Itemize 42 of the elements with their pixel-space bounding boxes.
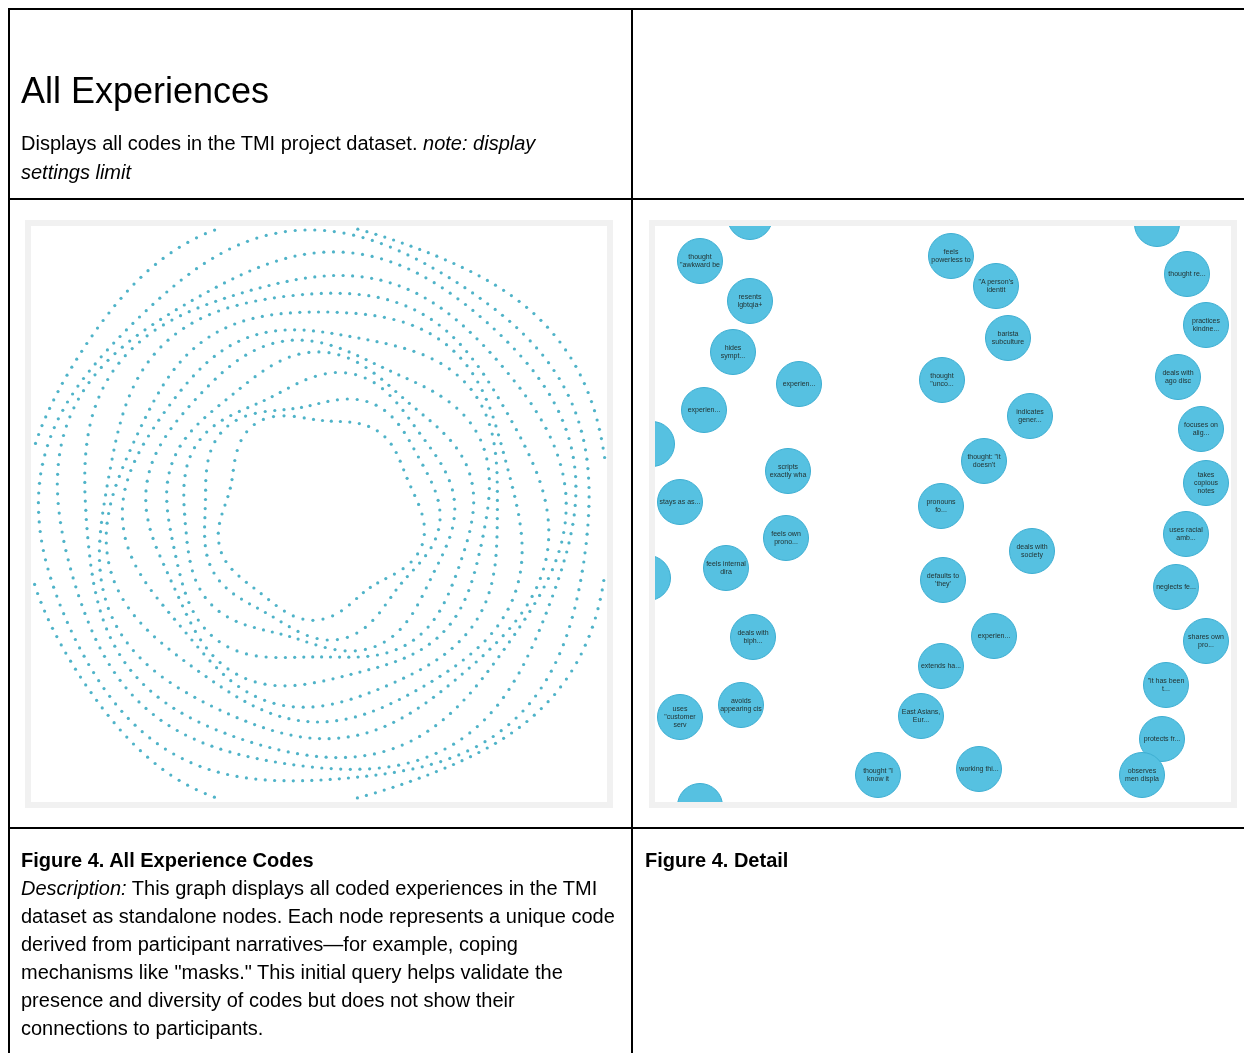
figure-caption: Figure 4. All Experience Codes	[21, 848, 315, 873]
graph-node	[898, 693, 944, 739]
graph-node	[918, 643, 964, 689]
graph-node	[928, 233, 974, 279]
graph-node	[919, 357, 965, 403]
graph-node	[918, 483, 964, 529]
graph-node	[1164, 251, 1210, 297]
graph-node	[763, 515, 809, 561]
graph-node	[1009, 528, 1055, 574]
graph-node	[657, 479, 703, 525]
graph-node	[1183, 460, 1229, 506]
graph-node	[1163, 511, 1209, 557]
graph-node	[710, 329, 756, 375]
graph-node	[1178, 406, 1224, 452]
graph-node	[971, 613, 1017, 659]
graph-node	[920, 557, 966, 603]
graph-node	[1119, 752, 1165, 798]
graph-node	[727, 278, 773, 324]
graph-node	[1143, 662, 1189, 708]
description-text: Displays all codes in the TMI project dataset. note: display settings limit	[21, 131, 537, 185]
graph-node	[1183, 302, 1229, 348]
graph-node	[1007, 393, 1053, 439]
graph-node	[681, 387, 727, 433]
graph-node	[956, 746, 1002, 792]
graph-node	[855, 752, 901, 798]
figure-description: Description: This graph displays all coded experiences in the TMI dataset as standalone nodes. Each node represents a unique code derived from participant narratives—for example, coping mechanisms like "masks." This initial query helps validate the presence and diversity of codes but does not show their connections to participants.	[21, 876, 616, 1041]
graph-node	[657, 694, 703, 740]
graph-node	[703, 545, 749, 591]
graph-node	[718, 682, 764, 728]
graph-node	[985, 315, 1031, 361]
graph-node	[776, 361, 822, 407]
graph-node	[961, 438, 1007, 484]
graph-node	[677, 238, 723, 284]
graph-node	[973, 263, 1019, 309]
graph-node	[1183, 618, 1229, 664]
figure-caption: Figure 4. Detail	[645, 848, 790, 873]
graph-node	[1155, 354, 1201, 400]
page-title: All Experiences	[21, 70, 270, 112]
graph-node	[765, 448, 811, 494]
graph-node	[1139, 716, 1185, 762]
graph-node	[1153, 564, 1199, 610]
graph-node	[730, 614, 776, 660]
